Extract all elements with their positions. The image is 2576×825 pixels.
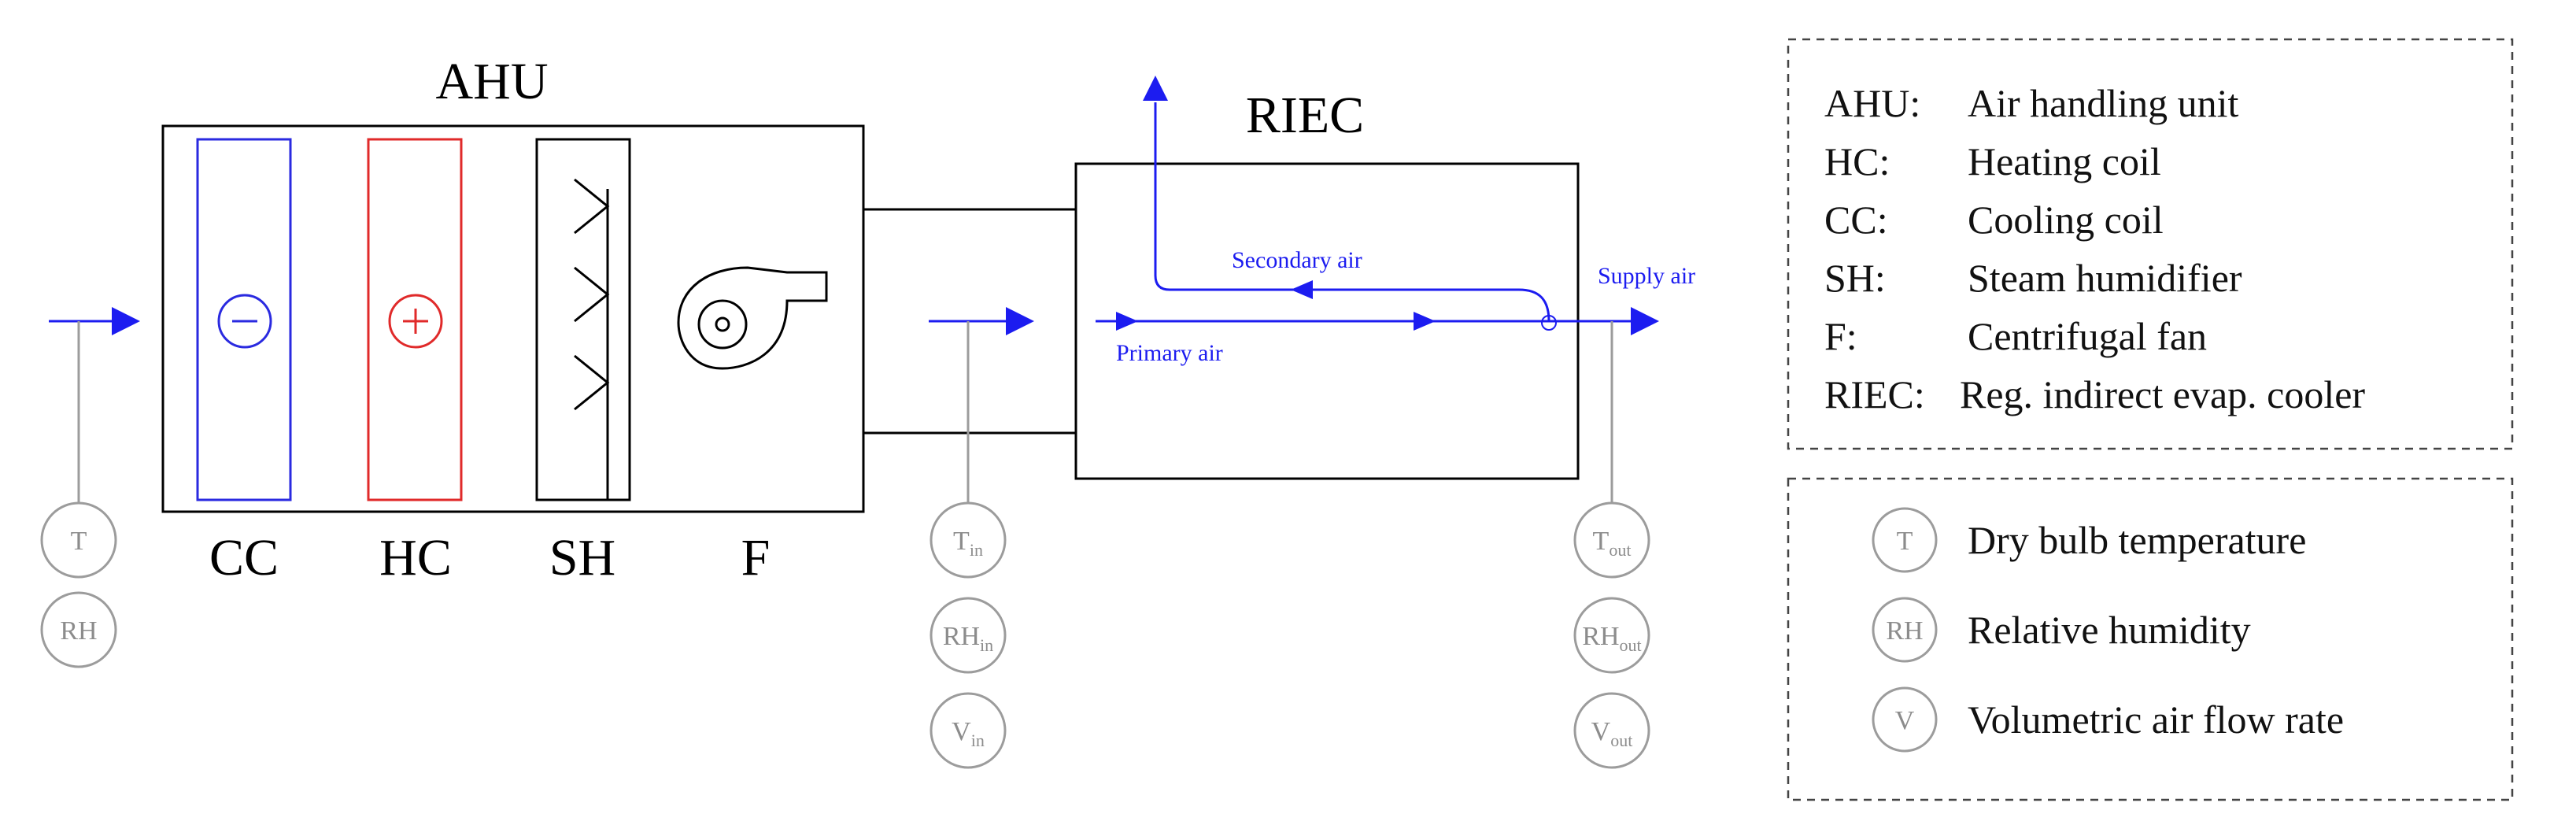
legend-flow-sensor-icon bbox=[1872, 686, 1938, 753]
legend-sensor-symbol-2: V bbox=[1895, 706, 1915, 735]
hc-label: HC bbox=[379, 529, 452, 586]
sensor-legend-box bbox=[1787, 477, 2514, 801]
legend-desc-1: Heating coil bbox=[1968, 139, 2161, 183]
supply-air-label: Supply air bbox=[1598, 263, 1695, 289]
rhin-sensor bbox=[930, 597, 1007, 674]
abbreviation-legend-box bbox=[1787, 38, 2514, 450]
legend-sensor-desc-1: Relative humidity bbox=[1968, 608, 2251, 652]
cooling-coil bbox=[196, 138, 292, 501]
legend-desc-0: Air handling unit bbox=[1968, 81, 2239, 125]
tin-sensor bbox=[930, 501, 1007, 579]
legend-sensor-desc-0: Dry bulb temperature bbox=[1968, 518, 2306, 562]
legend-sensor-symbol-0: T bbox=[1897, 527, 1913, 556]
riec-inlet-air-arrow bbox=[1006, 307, 1034, 335]
primary-air-label: Primary air bbox=[1116, 340, 1223, 366]
cooling-minus-icon bbox=[217, 294, 272, 349]
rhout-sensor-label: RHout bbox=[1582, 622, 1641, 655]
legend-sensor-desc-2: Volumetric air flow rate bbox=[1968, 697, 2344, 742]
riec-title: RIEC bbox=[1246, 87, 1364, 144]
inlet-rh-sensor-label: RH bbox=[60, 616, 97, 646]
ahu-box bbox=[161, 124, 865, 513]
secondary-air-label: Secondary air bbox=[1232, 247, 1362, 273]
tin-sensor-label: Tin bbox=[953, 527, 983, 560]
sensor-legend: T Dry bulb temperature RH Relative humid… bbox=[1872, 507, 2344, 753]
abbreviation-legend: AHU: Air handling unit HC: Heating coil … bbox=[1824, 81, 2365, 416]
inlet-temp-sensor-label: T bbox=[71, 527, 87, 556]
rhout-sensor bbox=[1573, 597, 1650, 674]
ahu-title: AHU bbox=[436, 53, 549, 110]
legend-temp-sensor-icon bbox=[1872, 507, 1938, 573]
legend-desc-2: Cooling coil bbox=[1968, 198, 2164, 242]
legend-abbr-2: CC: bbox=[1824, 198, 1888, 242]
secondary-air-split bbox=[1541, 315, 1557, 331]
legend-desc-3: Steam humidifier bbox=[1968, 256, 2242, 300]
heating-plus-icon bbox=[388, 294, 443, 349]
secondary-air-line bbox=[1154, 102, 1550, 322]
legend-desc-4: Centrifugal fan bbox=[1968, 314, 2207, 358]
legend-abbr-0: AHU: bbox=[1824, 81, 1920, 125]
centrifugal-fan-icon bbox=[677, 266, 828, 370]
vin-sensor-label: Vin bbox=[952, 717, 985, 750]
supply-air-arrow bbox=[1631, 307, 1659, 335]
heating-coil bbox=[367, 138, 463, 501]
secondary-air-arrow bbox=[1291, 280, 1313, 299]
primary-air-arrow-1 bbox=[1116, 312, 1138, 331]
legend-abbr-5: RIEC: bbox=[1824, 372, 1925, 416]
steam-humidifier bbox=[535, 138, 631, 501]
vout-sensor bbox=[1573, 692, 1650, 769]
secondary-air-exhaust-arrow bbox=[1143, 76, 1168, 101]
legend-desc-5: Reg. indirect evap. cooler bbox=[1960, 372, 2365, 416]
tout-sensor bbox=[1573, 501, 1650, 579]
legend-abbr-4: F: bbox=[1824, 314, 1857, 358]
tout-sensor-label: Tout bbox=[1593, 527, 1632, 560]
primary-air-arrow-2 bbox=[1414, 312, 1436, 331]
vin-sensor bbox=[930, 692, 1007, 769]
inlet-temp-sensor bbox=[40, 501, 117, 579]
legend-sensor-symbol-1: RH bbox=[1886, 616, 1923, 646]
sh-label: SH bbox=[549, 529, 615, 586]
rhin-sensor-label: RHin bbox=[943, 622, 993, 655]
legend-abbr-1: HC: bbox=[1824, 139, 1890, 183]
legend-abbr-3: SH: bbox=[1824, 256, 1886, 300]
inlet-rh-sensor bbox=[40, 591, 117, 668]
cc-label: CC bbox=[209, 529, 279, 586]
f-label: F bbox=[741, 529, 771, 586]
inlet-air-arrow bbox=[112, 307, 140, 335]
vout-sensor-label: Vout bbox=[1591, 717, 1633, 750]
legend-rh-sensor-icon bbox=[1872, 597, 1938, 663]
steam-nozzles bbox=[574, 178, 610, 411]
